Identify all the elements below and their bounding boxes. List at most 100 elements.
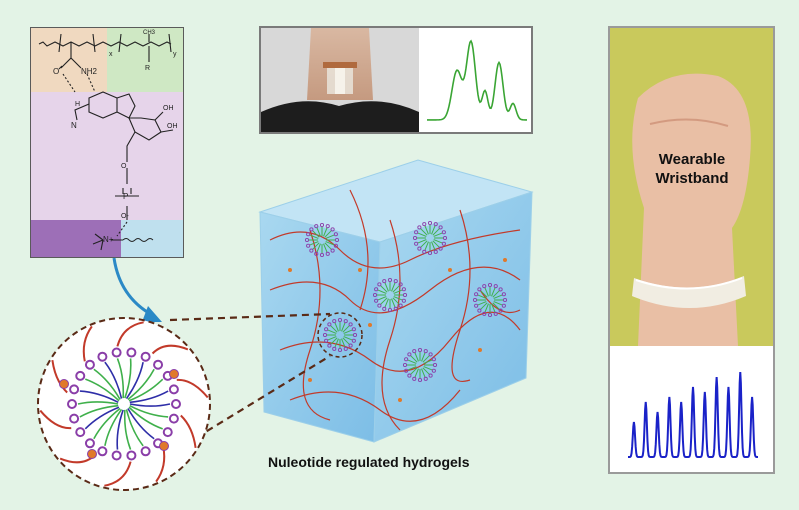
nucleotide-head <box>140 446 151 457</box>
micelle-arm <box>125 409 144 447</box>
micelle-arm <box>124 358 132 399</box>
wristband-label-line2: Wristband <box>655 170 729 187</box>
micelle-arm <box>104 361 123 399</box>
wristband-label: Wearable Wristband <box>628 150 756 188</box>
zoom-dopant-dot <box>59 379 69 389</box>
zoom-dopant-dot <box>159 441 169 451</box>
micelle-arm <box>128 406 163 430</box>
curved-arrow-icon <box>112 257 162 322</box>
micelle-arm <box>93 368 121 400</box>
nucleotide-head <box>67 399 77 409</box>
hydrogel-cube <box>258 159 534 443</box>
neck-sensor-photo <box>261 28 419 132</box>
subscript-x: x <box>109 51 113 58</box>
zoom-micelle-structure <box>39 321 209 487</box>
label-hydroxyl-top: OH <box>163 105 174 112</box>
cube-micelle <box>304 222 340 258</box>
figure-caption: Nuleotide regulated hydrogels <box>268 454 470 470</box>
micelle-arm <box>129 390 169 404</box>
cube-micelle <box>322 317 358 353</box>
dopant-dot <box>503 258 507 262</box>
polymer-chain <box>381 219 401 431</box>
nucleotide-head <box>97 351 108 362</box>
nucleotide-head <box>171 399 181 409</box>
micelle-arm <box>127 408 155 440</box>
methacrylate-zone <box>107 28 183 92</box>
label-phosphorus: P <box>123 192 128 201</box>
label-hydrogen: H <box>75 101 80 108</box>
outer-polymer-chain <box>176 378 209 399</box>
dopant-dot <box>448 268 452 272</box>
cube-side-face <box>373 191 533 443</box>
nucleotide-head <box>168 413 179 424</box>
wristband-drawing <box>610 28 773 468</box>
outer-polymer-chain <box>180 414 197 449</box>
chemical-structure-panel: x y CH3 R O NH2 H N OH OH O P O- N+ <box>30 27 184 258</box>
nucleotide-head <box>97 446 108 457</box>
neck-sensor-drawing <box>261 28 531 132</box>
dopant-dot <box>308 378 312 382</box>
neck-signal-trace <box>427 39 528 121</box>
polymer-chain <box>349 189 369 311</box>
micelle-arm <box>79 404 119 418</box>
micelle-arm <box>84 406 120 430</box>
micelle-arm <box>125 361 144 400</box>
label-methyl: CH3 <box>143 30 156 36</box>
nucleotide-head <box>126 347 137 358</box>
micelle-arm <box>93 407 121 440</box>
micelle-arm <box>129 403 171 407</box>
label-ammonium-n-plus: N+ <box>103 235 114 244</box>
micelle-arm <box>128 378 164 402</box>
wristband-label-line1: Wearable <box>658 151 726 168</box>
label-carbonyl-oxygen: O <box>53 67 59 76</box>
nucleotide-head <box>84 359 95 370</box>
polymer-chain <box>479 289 521 314</box>
nucleotide-head <box>162 427 173 438</box>
micelle-zoom-circle <box>37 317 211 491</box>
dopant-dot <box>368 323 372 327</box>
micelle-arm <box>116 358 125 399</box>
outer-polymer-chain <box>82 325 93 362</box>
zoom-dopant-dot <box>169 369 179 379</box>
dopant-dot <box>398 398 402 402</box>
micelle-arm <box>85 378 120 402</box>
cube-micelle <box>372 277 408 313</box>
nucleotide-zone <box>31 92 183 220</box>
outer-polymer-chain <box>116 321 144 347</box>
wrist-photo <box>610 28 773 346</box>
nucleotide-head <box>168 384 179 395</box>
dopant-dot <box>288 268 292 272</box>
cube-micelle <box>402 347 438 383</box>
subscript-y: y <box>173 51 177 58</box>
nucleotide-head <box>69 384 80 395</box>
nucleotide-head <box>140 351 151 362</box>
ammonium-zone <box>31 220 121 257</box>
dopant-dot <box>358 268 362 272</box>
label-phosphate-o-minus: O- <box>121 213 129 220</box>
outer-polymer-chain <box>151 344 189 355</box>
label-amine-n: N <box>71 121 77 130</box>
zoom-dopant-dot <box>87 449 97 459</box>
ammonium-tail-zone <box>121 220 183 257</box>
label-ester-oxygen: O <box>121 163 127 170</box>
chemical-structure-drawing: x y CH3 R O NH2 H N OH OH O P O- N+ <box>31 28 183 257</box>
nucleotide-head <box>111 450 122 461</box>
outer-polymer-chain <box>39 409 72 430</box>
polymer-chain <box>302 229 331 421</box>
nucleotide-head <box>126 450 137 461</box>
cube-focus-circle <box>317 312 363 358</box>
micelle-arm <box>129 404 169 418</box>
polymer-chain <box>289 389 461 422</box>
micelle-arm <box>104 408 123 447</box>
nucleotide-head <box>153 359 164 370</box>
neck-sensor-panel <box>259 26 533 134</box>
nucleotide-head <box>84 438 95 449</box>
polymer-chain <box>451 209 471 382</box>
nucleotide-head <box>69 413 80 424</box>
cube-micelles <box>288 220 508 402</box>
micelle-arm <box>127 368 155 401</box>
cube-micelle <box>412 220 448 256</box>
micelle-arm <box>123 409 132 450</box>
nucleotide-head <box>111 347 122 358</box>
cube-micelle <box>472 282 508 318</box>
